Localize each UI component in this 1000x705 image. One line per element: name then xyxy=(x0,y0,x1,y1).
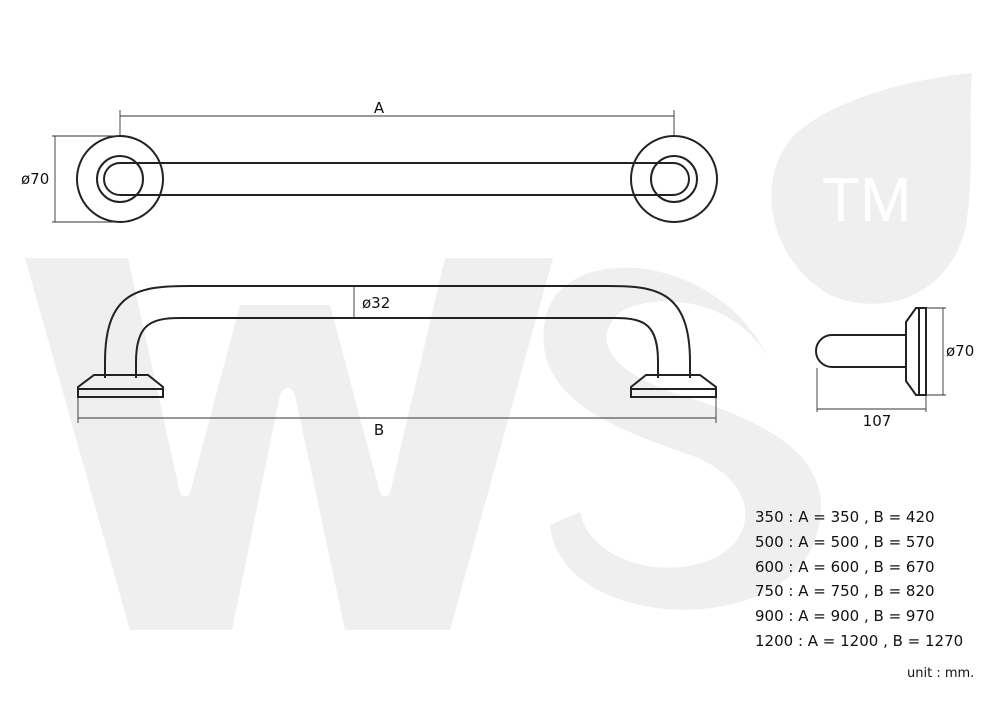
right-flange-outer xyxy=(630,135,718,223)
front-view: ø32 B xyxy=(77,285,717,439)
watermark-tm: TM xyxy=(822,166,912,235)
left-flange-inner xyxy=(96,155,144,203)
side-bar-stub xyxy=(815,334,906,368)
grab-bar-outer-edge xyxy=(104,285,691,378)
dim-b-label: B xyxy=(374,421,384,439)
side-flange xyxy=(905,307,927,396)
left-flange-outer xyxy=(76,135,164,223)
size-row: 500 : A = 500 , B = 570 xyxy=(755,532,935,551)
side-view: ø70 107 xyxy=(815,307,974,430)
size-row: 900 : A = 900 , B = 970 xyxy=(755,607,935,626)
size-row: 600 : A = 600 , B = 670 xyxy=(755,557,935,576)
left-base-plate xyxy=(77,374,164,398)
unit-note: unit : mm. xyxy=(907,666,975,681)
top-view: A ø70 xyxy=(21,99,718,223)
size-row: 1200 : A = 1200 , B = 1270 xyxy=(755,631,964,650)
right-base-plate xyxy=(630,374,717,398)
size-table: 350 : A = 350 , B = 420 500 : A = 500 , … xyxy=(755,507,963,656)
watermark-leaf xyxy=(771,73,972,304)
dim-107-label: 107 xyxy=(863,412,892,430)
grab-bar-top xyxy=(103,162,690,196)
watermark-logo: TM xyxy=(25,73,972,630)
grab-bar-inner-edge xyxy=(135,317,659,378)
size-row: 750 : A = 750 , B = 820 xyxy=(755,582,935,601)
dim-d32-label: ø32 xyxy=(362,294,390,312)
dim-d70-label: ø70 xyxy=(21,170,49,188)
size-row: 350 : A = 350 , B = 420 xyxy=(755,508,935,526)
watermark-w-letter xyxy=(25,258,553,630)
dim-a-label: A xyxy=(374,99,385,117)
right-flange-inner xyxy=(650,155,698,203)
watermark-s-letter xyxy=(543,267,822,610)
side-d70-label: ø70 xyxy=(946,342,974,360)
